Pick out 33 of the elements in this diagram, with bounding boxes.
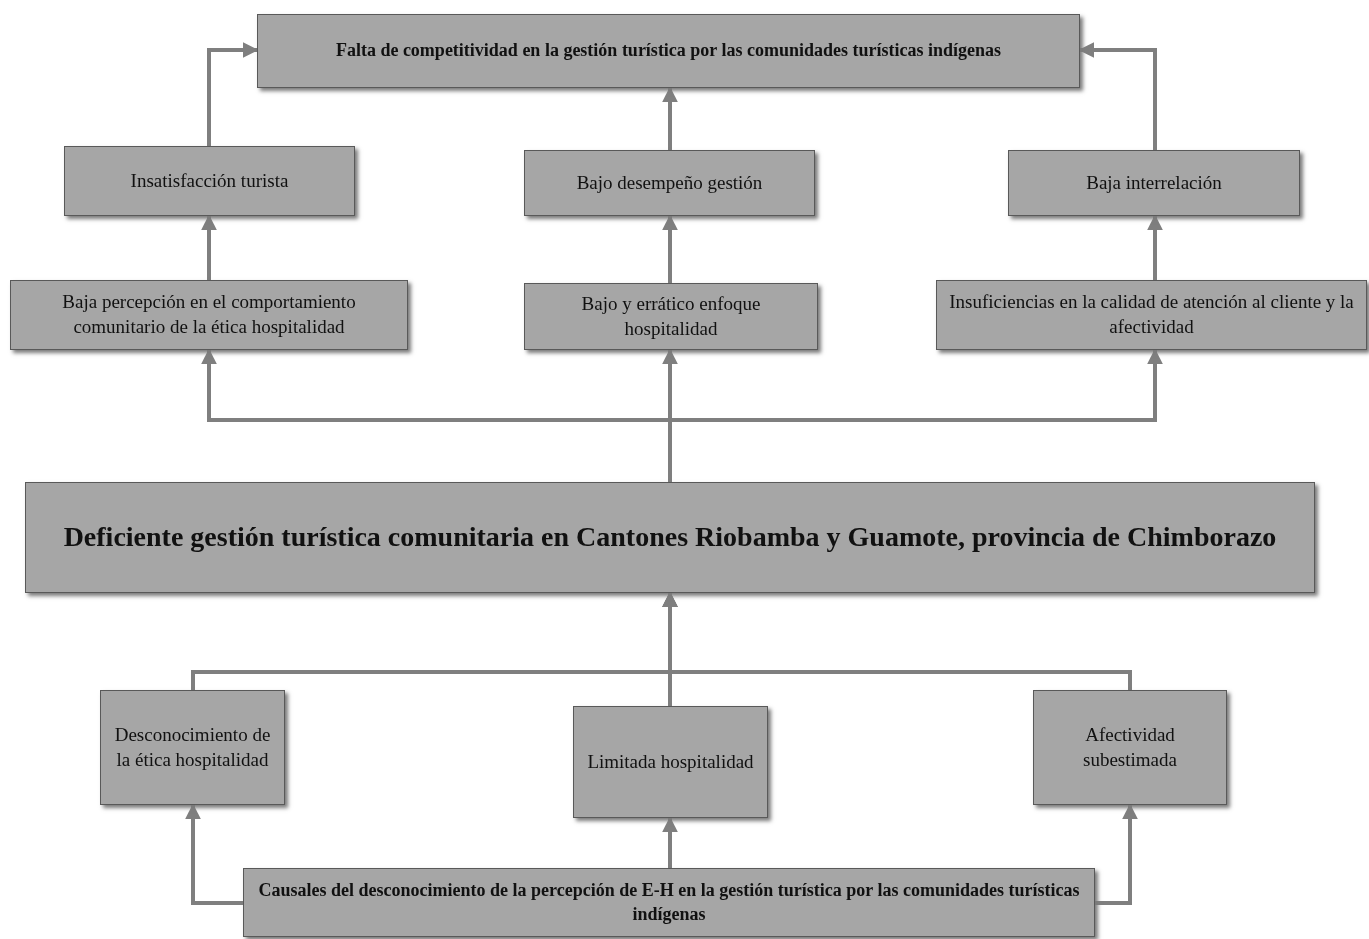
arrow xyxy=(662,86,678,150)
cause-effect-box xyxy=(573,706,768,818)
box-text: Deficiente gestión turística comunitaria en Cantones Riobamba y Guamote, provincia de Chimborazo xyxy=(63,520,1277,555)
problem-box xyxy=(25,482,1315,593)
arrow xyxy=(1147,214,1163,280)
arrow xyxy=(185,803,243,905)
box-text: Limitada hospitalidad xyxy=(587,749,754,774)
box-text: Baja percepción en el comportamiento comunitario de la ética hospitalidad xyxy=(61,290,357,339)
box-text: Insatisfacción turista xyxy=(130,168,289,193)
arrow xyxy=(201,214,217,280)
box-text: Bajo desempeño gestión xyxy=(576,170,763,195)
arrow xyxy=(207,42,259,146)
arrow xyxy=(662,214,678,283)
box-text: Desconocimiento de la ética hospitalidad xyxy=(113,722,272,772)
box-text: Bajo y errático enfoque hospitalidad xyxy=(580,291,762,341)
cause-effect-box xyxy=(936,280,1367,350)
cause-effect-box xyxy=(64,146,355,216)
box-text: Insuficiencias en la calidad de atención al cliente y la afectividad xyxy=(948,290,1355,339)
arrow xyxy=(1078,42,1157,150)
box-text: Falta de competitividad en la gestión turística por las comunidades turísticas indígenas xyxy=(335,39,1002,63)
cause-effect-box xyxy=(1008,150,1300,216)
box-text: Causales del desconocimiento de la percepción de E-H en la gestión turística por las comunidades turísticas indígenas xyxy=(257,879,1081,926)
cause-effect-box xyxy=(524,150,815,216)
box-text: Afectividad subestimada xyxy=(1082,722,1178,772)
box-text: Baja interrelación xyxy=(1086,170,1222,195)
cause-effect-box xyxy=(524,283,818,350)
arrow xyxy=(1095,803,1138,905)
cause-effect-box xyxy=(1033,690,1227,805)
cause-effect-box xyxy=(100,690,285,805)
problem-box xyxy=(257,14,1080,88)
problem-box xyxy=(243,868,1095,937)
arrow xyxy=(662,816,678,868)
cause-effect-box xyxy=(10,280,408,350)
